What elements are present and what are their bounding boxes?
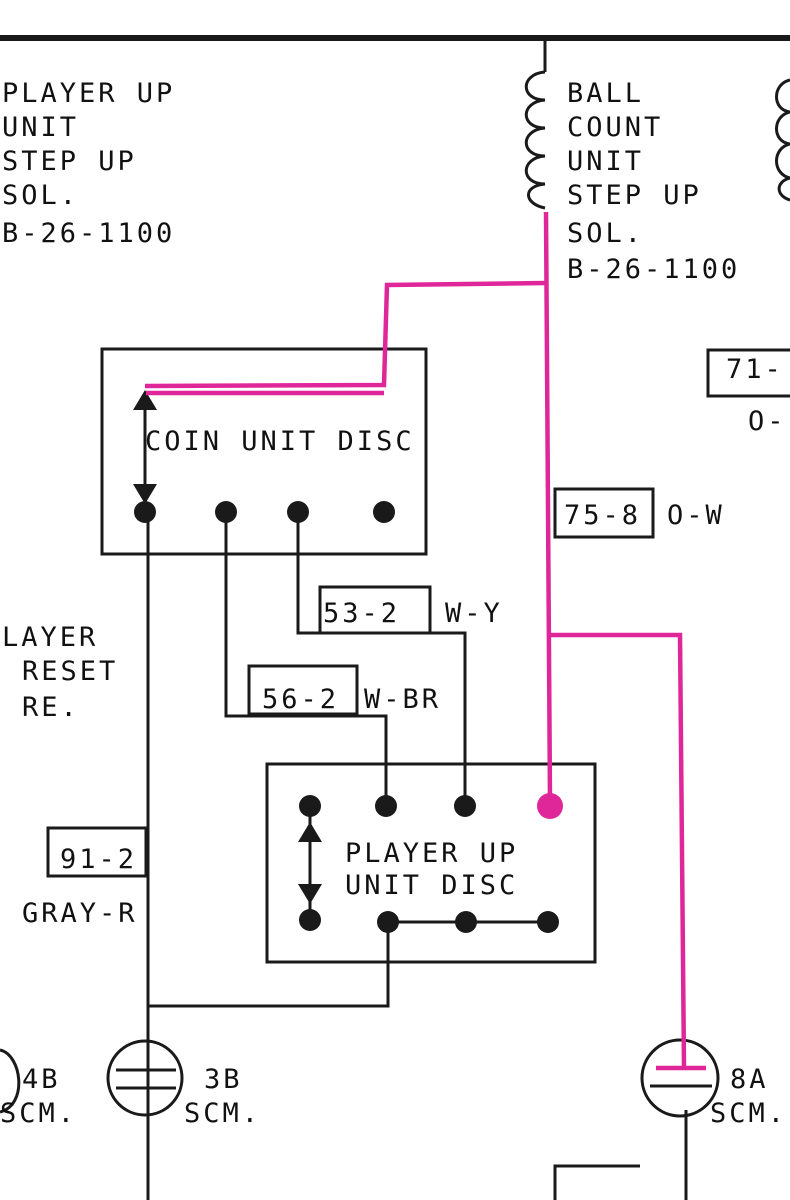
ball-count-coil-symbol bbox=[524, 38, 547, 210]
wire-tag-number: 56-2 bbox=[262, 684, 339, 715]
terminal-dot bbox=[299, 909, 321, 931]
wire-color-code: GRAY-R bbox=[22, 898, 138, 929]
solenoid-label-line: STEP UP bbox=[567, 180, 702, 211]
player-up-solenoid-label: PLAYER UP UNIT STEP UP SOL. B-26-1100 bbox=[2, 78, 175, 249]
wire-tag-number: 91-2 bbox=[60, 844, 137, 875]
relay-label-line: LAYER bbox=[2, 622, 98, 653]
scm-lamp-suffix: SCM. bbox=[184, 1098, 261, 1129]
wire-tag-number: 75-8 bbox=[564, 500, 641, 531]
solenoid-label-line: PLAYER UP bbox=[2, 78, 175, 109]
solenoid-label-line: UNIT bbox=[2, 112, 79, 143]
relay-label-line: RE. bbox=[22, 692, 80, 723]
switch-arrow-down-icon bbox=[133, 484, 157, 504]
scm-lamp-id: 3B bbox=[204, 1064, 243, 1095]
wire-tag-91-2: 91-2 GRAY-R bbox=[22, 826, 148, 929]
switch-arrow-up-icon bbox=[298, 822, 322, 842]
solenoid-label-line: B-26-1100 bbox=[567, 254, 740, 285]
solenoid-label-line: SOL. bbox=[567, 218, 644, 249]
wire-tag-75-8: 75-8 O-W bbox=[553, 487, 725, 539]
highlight-wiring bbox=[144, 211, 706, 1071]
solenoid-label-line: UNIT bbox=[567, 146, 644, 177]
wire-color-code: W-BR bbox=[364, 684, 441, 715]
solenoid-label-line: B-26-1100 bbox=[2, 218, 175, 249]
ball-count-solenoid-label: BALL COUNT UNIT STEP UP SOL. B-26-1100 bbox=[567, 78, 740, 285]
scm-lamp-8a: 8A SCM. bbox=[640, 1038, 787, 1129]
wire-tag-53-2: 53-2 W-Y bbox=[318, 585, 503, 635]
scm-lamp-4b: 4B SCM. bbox=[0, 1048, 77, 1129]
solenoid-label-line: BALL bbox=[567, 78, 644, 109]
coin-unit-disc: COIN UNIT DISC bbox=[100, 347, 428, 556]
scm-lamp-3b: 3B SCM. bbox=[106, 1039, 261, 1200]
terminal-dot bbox=[134, 501, 156, 523]
player-up-unit-disc-label: UNIT DISC bbox=[345, 870, 518, 901]
wire-tag-number: 71- bbox=[726, 354, 784, 385]
player-up-unit-disc: PLAYER UP UNIT DISC bbox=[265, 762, 597, 964]
switch-arrow-down-icon bbox=[298, 884, 322, 904]
partial-coil-symbol bbox=[775, 78, 790, 202]
wire-color-code: O- bbox=[748, 406, 787, 437]
player-reset-relay-label: LAYER RESET RE. bbox=[2, 622, 118, 723]
terminal-dot bbox=[373, 501, 395, 523]
scm-lamp-suffix: SCM. bbox=[0, 1098, 77, 1129]
scm-lamp-id: 4B bbox=[22, 1064, 61, 1095]
terminal-dot bbox=[299, 795, 321, 817]
solenoid-label-line: SOL. bbox=[2, 180, 79, 211]
scm-lamp-id: 8A bbox=[730, 1064, 769, 1095]
right-edge-wire-tag: 71- O- bbox=[706, 348, 790, 437]
wire-tag-number: 53-2 bbox=[323, 598, 400, 629]
wire-color-code: W-Y bbox=[445, 598, 503, 629]
switch-arrow-up-icon bbox=[133, 390, 157, 410]
relay-label-line: RESET bbox=[22, 656, 118, 687]
highlight-terminal-dot bbox=[537, 793, 563, 819]
coin-unit-disc-label: COIN UNIT DISC bbox=[145, 426, 415, 457]
solenoid-label-line: COUNT bbox=[567, 112, 663, 143]
wire-tag-56-2: 56-2 W-BR bbox=[247, 664, 441, 716]
wire-color-code: O-W bbox=[667, 500, 725, 531]
solenoid-label-line: STEP UP bbox=[2, 146, 137, 177]
scm-lamp-suffix: SCM. bbox=[710, 1098, 787, 1129]
black-wiring bbox=[146, 512, 688, 1200]
player-up-unit-disc-label: PLAYER UP bbox=[345, 838, 518, 869]
